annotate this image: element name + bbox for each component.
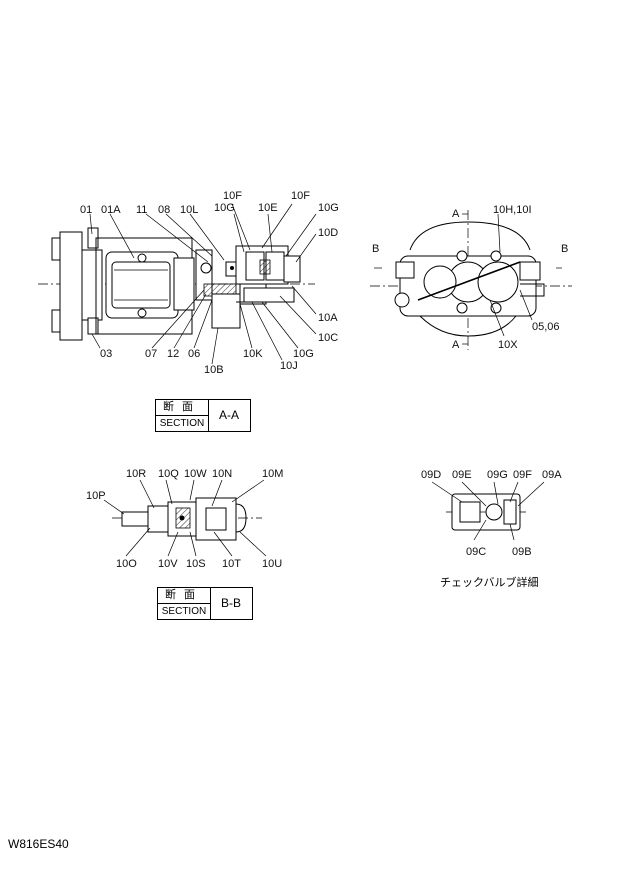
label-06: 06: [188, 348, 200, 360]
label-10w: 10W: [184, 468, 207, 480]
section-aa-kanji: 断面: [156, 400, 209, 416]
label-01: 01: [80, 204, 92, 216]
label-10q: 10Q: [158, 468, 179, 480]
label-10g-c: 10G: [293, 348, 314, 360]
label-11: 11: [136, 204, 147, 216]
label-09a: 09A: [542, 469, 562, 481]
section-aa-drawing: [38, 227, 315, 341]
label-12: 12: [167, 348, 179, 360]
label-10k: 10K: [243, 348, 263, 360]
check-valve-caption: チェックバルブ詳細: [440, 577, 539, 589]
section-aa-caption: 断面 SECTION A-A: [155, 399, 251, 432]
section-bb-labels: 10R 10Q 10W 10N 10M 10P 10O 10V 10S 10T …: [86, 468, 283, 570]
drawing-code: W816ES40: [8, 837, 69, 851]
section-aa-word: SECTION: [156, 416, 209, 431]
label-10f-a: 10F: [223, 190, 242, 202]
section-bb-leaders: [103, 479, 267, 557]
label-10f-b: 10F: [291, 190, 310, 202]
check-valve-drawing: [446, 493, 526, 531]
label-b-right: B: [561, 243, 568, 255]
label-10l: 10L: [180, 204, 198, 216]
label-09e: 09E: [452, 469, 472, 481]
label-10t: 10T: [222, 558, 241, 570]
label-07: 07: [145, 348, 157, 360]
label-10d: 10D: [318, 227, 338, 239]
label-09f: 09F: [513, 469, 532, 481]
section-bb-kanji: 断面: [158, 588, 211, 604]
label-01a: 01A: [101, 204, 121, 216]
label-10o: 10O: [116, 558, 137, 570]
label-10n: 10N: [212, 468, 232, 480]
section-aa-labels: 01 01A 11 08 10L 10F 10G 10E 10F 10G 10D…: [80, 190, 339, 376]
label-03: 03: [100, 348, 112, 360]
section-bb-id: B-B: [220, 596, 241, 610]
label-10v: 10V: [158, 558, 178, 570]
section-bb-drawing: [112, 497, 262, 541]
label-05-06: 05,06: [532, 321, 560, 333]
label-10a: 10A: [318, 312, 338, 324]
label-10s: 10S: [186, 558, 206, 570]
label-10b: 10B: [204, 364, 224, 376]
check-valve-leaders: [431, 481, 545, 541]
end-view-labels: A 10H,10I B B A 10X 05,06: [372, 204, 568, 351]
label-10h-10i: 10H,10I: [493, 204, 532, 216]
label-10r: 10R: [126, 468, 146, 480]
label-09c: 09C: [466, 546, 486, 558]
label-10p: 10P: [86, 490, 106, 502]
label-10c: 10C: [318, 332, 338, 344]
label-09d: 09D: [421, 469, 441, 481]
label-10j: 10J: [280, 360, 298, 372]
section-bb-word: SECTION: [158, 604, 211, 619]
label-10u: 10U: [262, 558, 282, 570]
label-08: 08: [158, 204, 170, 216]
label-09b: 09B: [512, 546, 532, 558]
label-09g: 09G: [487, 469, 508, 481]
section-bb-caption: 断面 SECTION B-B: [157, 587, 253, 620]
end-view-drawing: [370, 210, 572, 350]
section-aa-id: A-A: [218, 408, 239, 422]
label-10m: 10M: [262, 468, 283, 480]
section-aa-leaders: [89, 203, 317, 365]
label-10e: 10E: [258, 202, 278, 214]
check-valve-labels: 09D 09E 09G 09F 09A 09C 09B: [421, 469, 562, 558]
end-view-leaders: [374, 213, 562, 345]
label-10g-b: 10G: [318, 202, 339, 214]
label-a-bottom: A: [452, 339, 460, 351]
label-a-top: A: [452, 208, 460, 220]
label-b-left: B: [372, 243, 379, 255]
label-10g-a: 10G: [214, 202, 235, 214]
label-10x: 10X: [498, 339, 518, 351]
